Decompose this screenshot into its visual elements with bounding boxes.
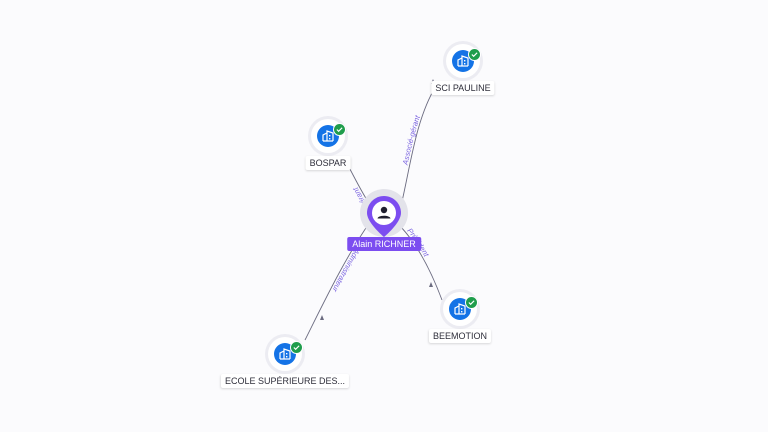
edge-sci-pauline: Associé-gérant xyxy=(399,79,437,211)
verified-check-icon xyxy=(290,341,303,354)
edge-beemotion: Président xyxy=(395,221,443,301)
company-label: BEEMOTION xyxy=(428,329,492,343)
edge-label-ecole: Administrateur xyxy=(330,246,362,294)
edge-arrow xyxy=(429,282,433,287)
person-pin-icon xyxy=(367,196,401,237)
verified-check-icon xyxy=(333,123,346,136)
company-label: ECOLE SUPÉRIEURE DES... xyxy=(220,374,350,388)
person-icon xyxy=(377,206,391,219)
company-label: BOSPAR xyxy=(305,156,351,170)
person-label: Alain RICHNER xyxy=(347,237,421,251)
company-label: SCI PAULINE xyxy=(431,81,495,95)
verified-check-icon xyxy=(468,48,481,61)
verified-check-icon xyxy=(465,296,478,309)
edge-arrow xyxy=(320,315,324,320)
